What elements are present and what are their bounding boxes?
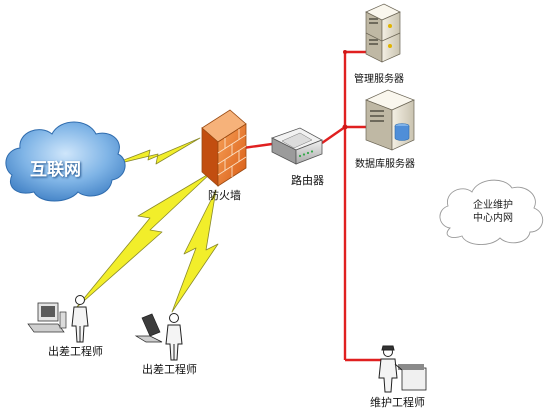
mgmt-server-label: 管理服务器 — [354, 74, 404, 85]
person-icon — [165, 313, 183, 361]
desktop-computer-icon — [27, 302, 67, 333]
router — [270, 127, 323, 165]
database-server-icon — [365, 89, 415, 151]
laptop-icon — [134, 313, 163, 343]
firewall-icon — [201, 109, 247, 187]
router-label: 路由器 — [291, 174, 324, 187]
maintenance-engineer — [378, 345, 427, 393]
management-server — [365, 3, 401, 63]
firewall — [201, 109, 247, 187]
field-engineer-2 — [134, 313, 183, 361]
internet-label: 互联网 — [30, 160, 81, 180]
lan-wiring — [242, 50, 385, 362]
internet-cloud — [5, 121, 126, 202]
wireless-links — [75, 137, 219, 313]
cloud-icon — [5, 121, 126, 202]
lightning-link-icon — [171, 189, 219, 313]
intranet-label-line1: 企业维护 — [473, 200, 513, 211]
person-icon — [378, 345, 403, 393]
intranet-label: 企业维护 中心内网 — [467, 199, 519, 225]
maint-engineer-label: 维护工程师 — [370, 396, 425, 409]
cloud-icon — [439, 179, 544, 245]
server-rack-icon — [365, 3, 401, 63]
intranet-cloud — [439, 179, 544, 245]
lightning-link-icon — [107, 137, 201, 167]
person-icon — [71, 295, 89, 343]
field-engineer-1-label: 出差工程师 — [48, 345, 103, 358]
db-server-label: 数据库服务器 — [355, 159, 415, 170]
firewall-label: 防火墙 — [208, 189, 241, 202]
desktop-computer-icon — [398, 364, 427, 391]
intranet-label-line2: 中心内网 — [473, 213, 513, 224]
router-icon — [270, 127, 323, 165]
field-engineer-2-label: 出差工程师 — [142, 363, 197, 376]
firewall-router-link — [242, 142, 273, 150]
router-backbone-link — [321, 126, 346, 144]
field-engineer-1 — [27, 295, 89, 343]
database-server — [365, 89, 415, 151]
